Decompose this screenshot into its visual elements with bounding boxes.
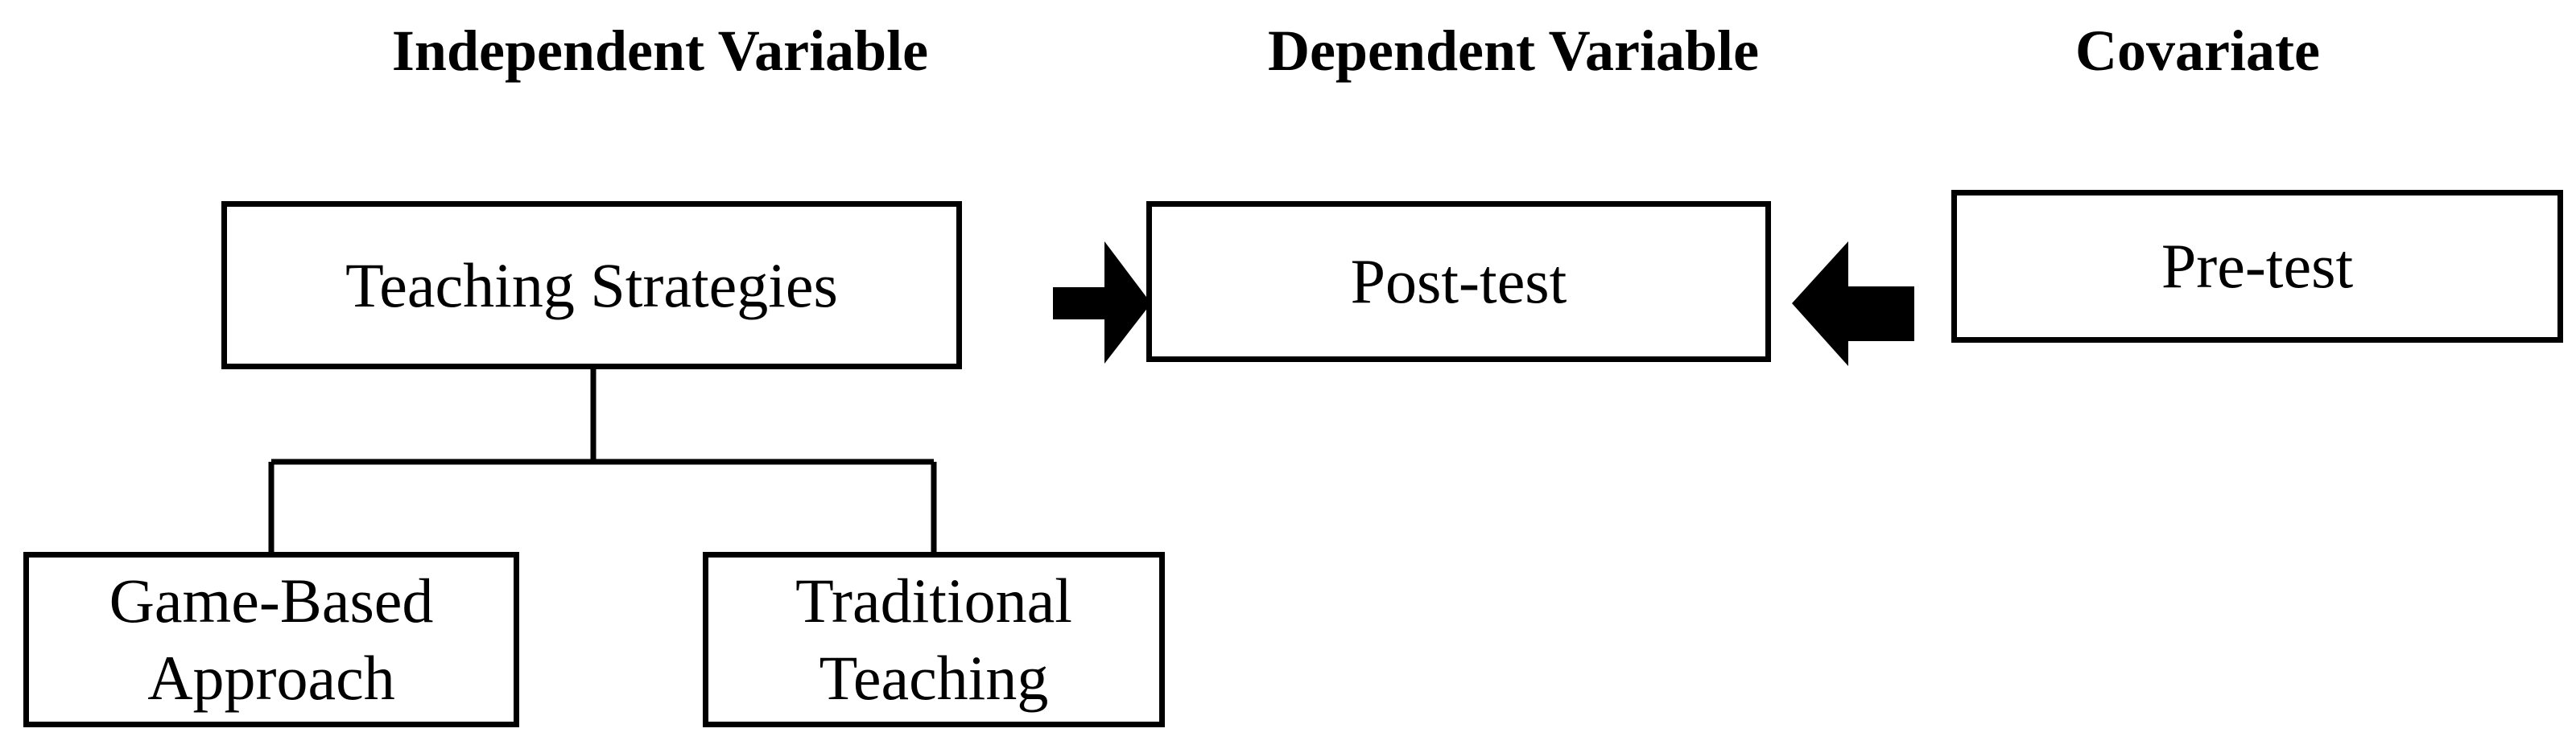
post-test-box: Post-test <box>1146 201 1771 362</box>
traditional-label-line1: Traditional <box>795 566 1072 636</box>
traditional-label-line2: Teaching <box>819 643 1049 713</box>
left-arrow-icon <box>1792 241 1914 366</box>
pre-test-label: Pre-test <box>2161 231 2354 301</box>
game-based-label-line2: Approach <box>147 643 395 713</box>
heading-dependent-variable: Dependent Variable <box>1267 19 1760 83</box>
game-based-label-line1: Game-Based <box>109 566 434 636</box>
heading-covariate: Covariate <box>2075 19 2320 83</box>
right-arrow-icon <box>1053 241 1151 364</box>
heading-independent-variable: Independent Variable <box>391 19 929 83</box>
teaching-strategies-box: Teaching Strategies <box>221 201 962 369</box>
post-test-label: Post-test <box>1350 246 1567 316</box>
game-based-approach-box: Game-Based Approach <box>23 552 519 727</box>
traditional-teaching-box: Traditional Teaching <box>703 552 1165 727</box>
teaching-strategies-label: Teaching Strategies <box>345 249 838 320</box>
pre-test-box: Pre-test <box>1951 190 2563 343</box>
